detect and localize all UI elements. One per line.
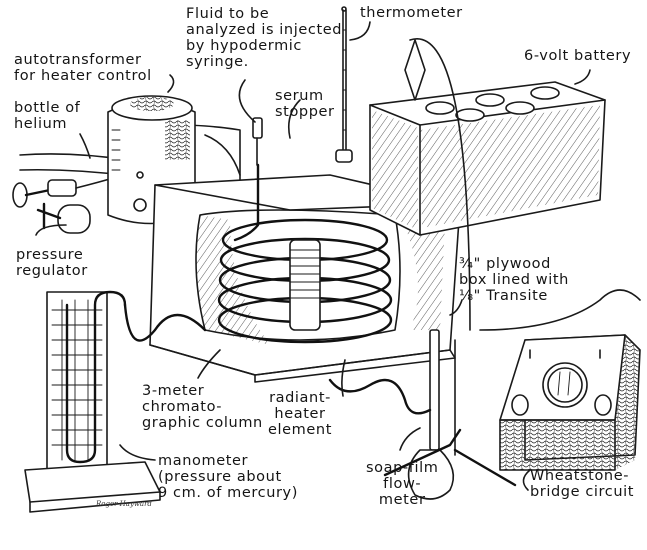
pressure-regulator (12, 175, 121, 234)
fluid-leader (238, 79, 256, 123)
wheatstone-bridge (479, 289, 641, 471)
label-column: 3-meter chromato- graphic column (142, 383, 263, 431)
six-volt-battery (369, 38, 606, 331)
label-manometer: manometer (pressure about 9 cm. of mercu… (158, 453, 298, 501)
label-plywood-box: ¾" plywood box lined with ⅛" Transite (459, 256, 569, 304)
label-heater-element: radiant- heater element (268, 390, 332, 438)
artist-signature: Roger Hayward (96, 500, 152, 508)
thermometer-leader (349, 21, 371, 41)
leader-arrows (35, 21, 591, 491)
radiant-heater (289, 239, 321, 331)
manometer (24, 290, 207, 513)
serum-stopper-leader (287, 99, 301, 139)
autotransformer-leader (167, 74, 175, 93)
label-flowmeter: soap-film flow- meter (366, 460, 439, 508)
manometer-leader (119, 444, 156, 461)
label-battery: 6-volt battery (524, 48, 632, 64)
label-helium-bottle: bottle of helium (14, 100, 81, 132)
label-fluid-injection: Fluid to be analyzed is injected by hypo… (186, 6, 343, 70)
plywood-leader (449, 299, 463, 316)
label-autotransformer: autotransformer for heater control (14, 52, 152, 84)
heater-leader (341, 359, 346, 397)
label-serum-stopper: serum stopper (275, 88, 335, 120)
battery-leader (574, 69, 591, 85)
column-leader (197, 349, 221, 379)
label-thermometer: thermometer (360, 5, 463, 21)
thermometer (335, 6, 353, 163)
serum-stopper (252, 117, 263, 166)
autotransformer (107, 95, 196, 225)
helium-leader (79, 133, 91, 159)
soap-film-flowmeter (328, 329, 517, 500)
label-wheatstone: Wheatstone- bridge circuit (530, 468, 635, 500)
label-pressure-regulator: pressure regulator (16, 247, 88, 279)
flowmeter-leader (399, 427, 421, 451)
regulator-leader (35, 224, 67, 236)
wheatstone-leader (522, 469, 531, 491)
